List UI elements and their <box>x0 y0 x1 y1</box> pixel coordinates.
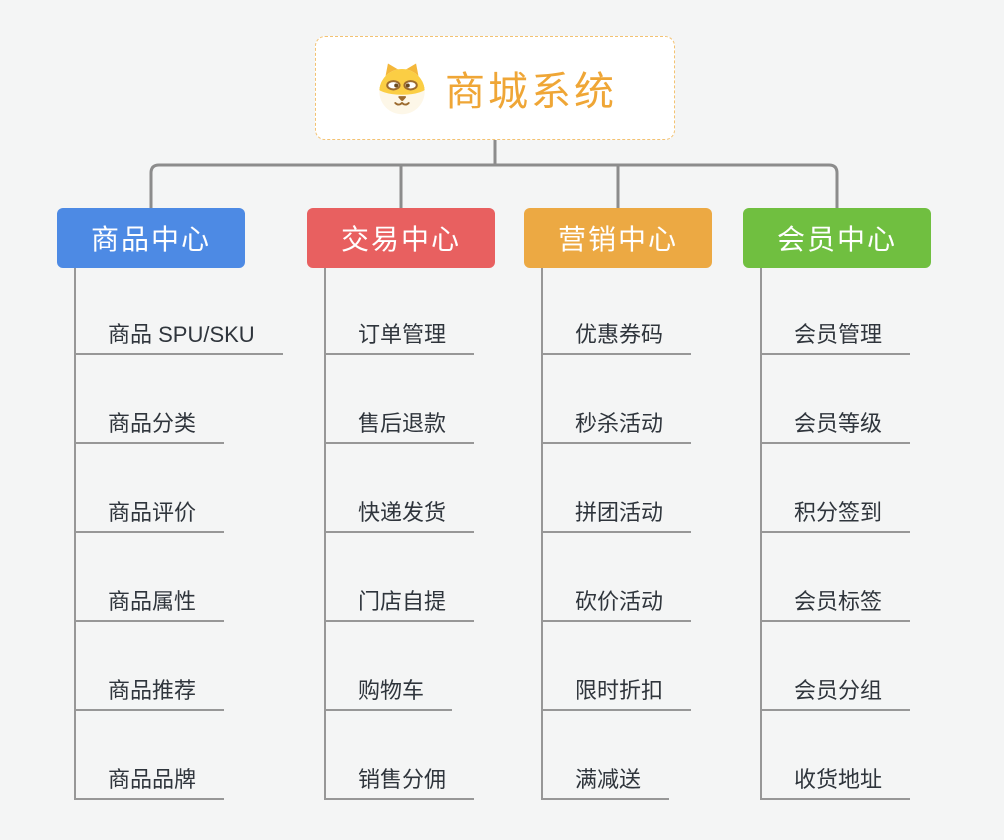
leaf-node[interactable]: 售后退款 <box>324 411 475 444</box>
branch-connector-line <box>74 268 76 800</box>
leaf-node[interactable]: 商品品牌 <box>74 767 225 800</box>
leaf-node[interactable]: 快递发货 <box>324 500 475 533</box>
connector-lines <box>149 140 839 208</box>
leaf-node[interactable]: 会员分组 <box>760 678 911 711</box>
leaf-node[interactable]: 会员标签 <box>760 589 911 622</box>
leaf-node[interactable]: 满减送 <box>541 767 670 800</box>
dog-icon <box>373 59 431 117</box>
root-label: 商城系统 <box>445 70 617 114</box>
branch-column-4: 会员中心会员管理会员等级积分签到会员标签会员分组收货地址 <box>743 208 983 808</box>
branch-connector-line <box>541 268 543 800</box>
leaf-node[interactable]: 商品 SPU/SKU <box>74 322 283 355</box>
leaf-node[interactable]: 商品推荐 <box>74 678 225 711</box>
leaf-node[interactable]: 购物车 <box>324 678 453 711</box>
leaf-node[interactable]: 砍价活动 <box>541 589 692 622</box>
branch-connector-line <box>760 268 762 800</box>
leaf-node[interactable]: 会员管理 <box>760 322 911 355</box>
leaf-node[interactable]: 秒杀活动 <box>541 411 692 444</box>
leaf-node[interactable]: 限时折扣 <box>541 678 692 711</box>
branch-node[interactable]: 营销中心 <box>524 208 712 268</box>
leaf-node[interactable]: 门店自提 <box>324 589 475 622</box>
branch-node[interactable]: 交易中心 <box>307 208 495 268</box>
leaf-node[interactable]: 会员等级 <box>760 411 911 444</box>
leaf-node[interactable]: 拼团活动 <box>541 500 692 533</box>
root-node[interactable]: 商城系统 <box>315 36 675 140</box>
leaf-node[interactable]: 订单管理 <box>324 322 475 355</box>
leaf-node[interactable]: 积分签到 <box>760 500 911 533</box>
leaf-node[interactable]: 商品属性 <box>74 589 225 622</box>
leaf-node[interactable]: 商品分类 <box>74 411 225 444</box>
branch-node[interactable]: 商品中心 <box>57 208 245 268</box>
branch-node[interactable]: 会员中心 <box>743 208 931 268</box>
branch-connector-line <box>324 268 326 800</box>
leaf-node[interactable]: 销售分佣 <box>324 767 475 800</box>
branch-column-1: 商品中心商品 SPU/SKU 商品分类商品评价商品属性商品推荐商品品牌 <box>57 208 297 808</box>
leaf-node[interactable]: 商品评价 <box>74 500 225 533</box>
branch-column-3: 营销中心优惠券码秒杀活动拼团活动砍价活动限时折扣满减送 <box>524 208 764 808</box>
leaf-node[interactable]: 收货地址 <box>760 767 911 800</box>
branch-column-2: 交易中心订单管理售后退款快递发货门店自提购物车销售分佣 <box>307 208 547 808</box>
leaf-node[interactable]: 优惠券码 <box>541 322 692 355</box>
